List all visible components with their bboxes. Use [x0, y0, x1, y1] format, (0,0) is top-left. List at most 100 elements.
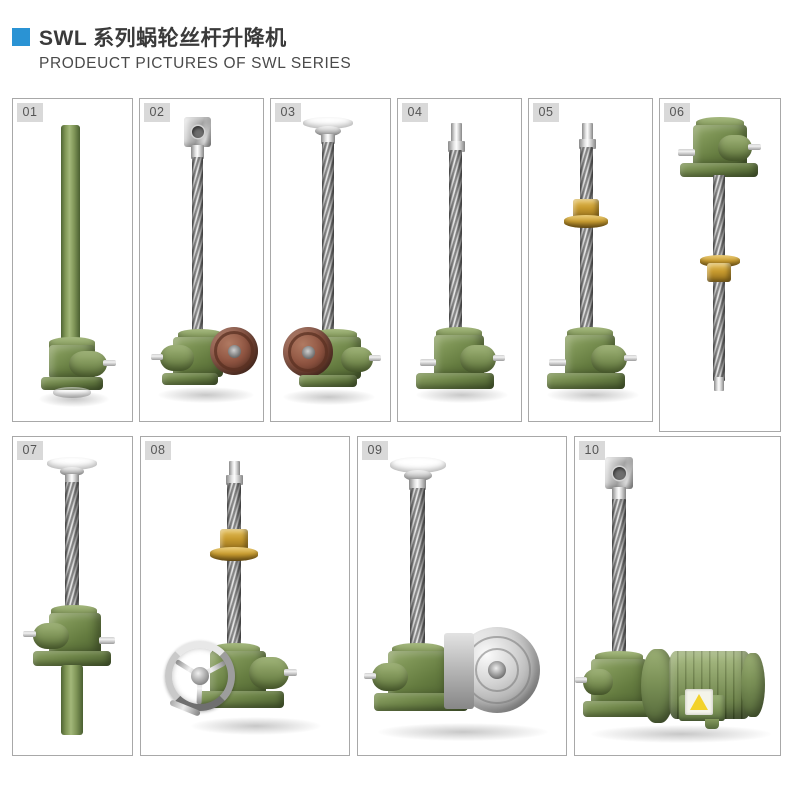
shaft-collar	[191, 145, 204, 159]
worm-barrel	[372, 663, 408, 691]
panel-badge-01: 01	[17, 103, 43, 122]
panel-badge-08: 08	[145, 441, 171, 460]
worm-barrel	[160, 345, 194, 371]
ground-shadow	[39, 391, 109, 407]
ground-shadow	[283, 389, 375, 405]
input-shaft-stub-left	[549, 359, 566, 366]
worm-barrel	[718, 135, 752, 161]
ground-shadow	[591, 725, 771, 743]
clevis-eye-end	[184, 117, 211, 147]
top-plate-boss	[60, 467, 84, 476]
product-panel-09[interactable]: 09	[357, 436, 567, 756]
threaded-screw	[192, 157, 203, 333]
protective-tube	[61, 125, 80, 341]
flange-rim	[288, 332, 328, 372]
input-shaft-stub-right	[284, 669, 297, 676]
brass-nut-hub	[573, 199, 599, 219]
flange-hub	[228, 345, 241, 358]
product-image-05	[529, 99, 652, 421]
product-panel-07[interactable]: 07	[12, 436, 133, 756]
input-shaft-stub-right	[493, 355, 505, 361]
title-row: SWL 系列蜗轮丝杆升降机	[0, 22, 790, 52]
input-shaft-stub-left	[678, 149, 695, 156]
input-shaft-stub-left	[575, 677, 587, 683]
product-image-08	[141, 437, 349, 755]
brass-nut-hub	[707, 263, 731, 282]
product-panel-08[interactable]: 08	[140, 436, 350, 756]
worm-barrel	[341, 347, 373, 372]
brass-nut-flange	[210, 547, 258, 561]
panel-badge-03: 03	[275, 103, 301, 122]
threaded-screw	[227, 483, 241, 649]
panel-badge-09: 09	[362, 441, 388, 460]
product-panel-10[interactable]: 10	[574, 436, 781, 756]
ground-shadow	[547, 387, 639, 403]
base-plate	[162, 373, 218, 385]
mounting-plate	[680, 163, 758, 177]
product-image-03	[271, 99, 390, 421]
page-subtitle-english: PRODEUCT PICTURES OF SWL SERIES	[39, 55, 352, 72]
product-panel-01[interactable]: 01	[12, 98, 133, 422]
clevis-eye-end	[605, 457, 633, 489]
worm-barrel	[69, 351, 107, 377]
threaded-screw	[65, 482, 79, 610]
input-shaft-stub	[103, 360, 116, 366]
shaft-collar	[579, 139, 596, 149]
blue-square-marker-icon	[12, 28, 30, 46]
worm-barrel	[583, 669, 613, 695]
adapter-hub	[488, 661, 506, 679]
product-panel-04[interactable]: 04	[397, 98, 522, 422]
ground-shadow	[378, 723, 548, 741]
product-image-06	[660, 99, 780, 431]
shaft-collar	[409, 479, 426, 490]
panel-badge-10: 10	[579, 441, 605, 460]
panel-badge-06: 06	[664, 103, 690, 122]
product-panel-05[interactable]: 05	[528, 98, 653, 422]
flange-hub	[302, 346, 315, 359]
top-plate-boss	[315, 126, 341, 136]
adapter-ring-inner	[475, 648, 519, 692]
input-shaft-stub	[369, 355, 381, 361]
product-image-10	[575, 437, 780, 755]
product-image-04	[398, 99, 521, 421]
clevis-hole	[613, 467, 626, 480]
hand-wheel-rim	[165, 641, 235, 711]
base-plate	[416, 373, 494, 389]
page-title-chinese: SWL 系列蜗轮丝杆升降机	[39, 27, 287, 50]
product-image-09	[358, 437, 566, 755]
shaft-tip	[582, 123, 593, 143]
shaft-collar	[65, 474, 79, 484]
worm-barrel	[591, 345, 627, 373]
product-panel-06[interactable]: 06	[659, 98, 781, 432]
product-panel-03[interactable]: 03	[270, 98, 391, 422]
input-shaft-stub-right	[624, 355, 637, 361]
base-plate	[33, 651, 111, 666]
shaft-tip	[229, 461, 240, 479]
hand-wheel[interactable]	[165, 641, 235, 711]
product-image-02	[140, 99, 263, 421]
product-image-07	[13, 437, 132, 755]
top-plate-boss	[404, 470, 432, 481]
panel-badge-02: 02	[144, 103, 170, 122]
product-image-01	[13, 99, 132, 421]
input-shaft-stub-left	[23, 631, 36, 637]
adapter-body	[444, 633, 474, 709]
motor-flange	[283, 327, 333, 377]
ground-shadow	[191, 717, 321, 735]
base-plate	[41, 377, 103, 390]
shaft-collar	[321, 134, 335, 144]
threaded-screw	[580, 147, 593, 333]
flange-rim	[214, 331, 254, 371]
base-flange-disc	[53, 387, 91, 398]
lower-protective-tube	[61, 665, 83, 735]
worm-barrel	[249, 657, 289, 689]
brass-nut-hub	[220, 529, 248, 551]
screw-end-tip	[714, 377, 724, 391]
clevis-hole	[192, 126, 204, 138]
threaded-screw	[410, 488, 425, 650]
warning-triangle-icon	[690, 694, 708, 710]
shaft-collar	[612, 487, 626, 501]
product-panel-02[interactable]: 02	[139, 98, 264, 422]
brass-nut-flange	[564, 215, 608, 228]
